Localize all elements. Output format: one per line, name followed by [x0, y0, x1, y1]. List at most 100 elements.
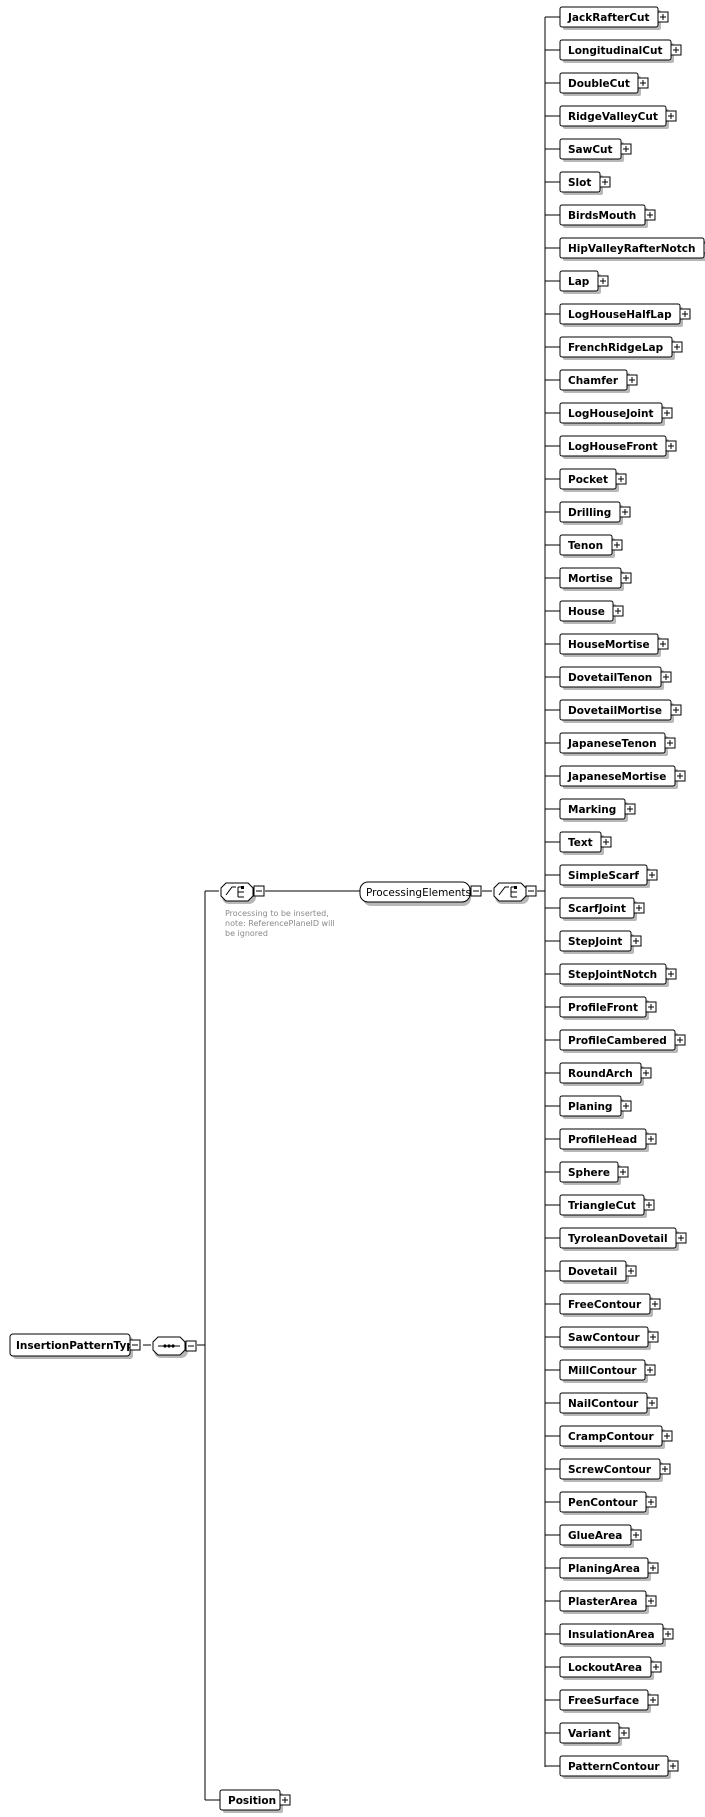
expand-button[interactable]: [659, 1463, 671, 1475]
child-element-drilling[interactable]: Drilling: [559, 501, 631, 525]
expand-button[interactable]: [617, 1166, 629, 1178]
child-element-free-surface[interactable]: FreeSurface: [559, 1689, 659, 1713]
child-element-birds-mouth[interactable]: BirdsMouth: [559, 204, 656, 228]
expand-button[interactable]: [662, 1628, 674, 1640]
child-element-japanese-mortise[interactable]: JapaneseMortise: [559, 765, 686, 789]
expand-button[interactable]: [647, 1694, 659, 1706]
expand-button[interactable]: [630, 1529, 642, 1541]
expand-button[interactable]: [626, 374, 638, 386]
child-element-chamfer[interactable]: Chamfer: [559, 369, 638, 393]
expand-button[interactable]: [611, 539, 623, 551]
child-element-slot[interactable]: Slot: [559, 171, 611, 195]
expand-button[interactable]: [615, 473, 627, 485]
child-element-log-house-half-lap[interactable]: LogHouseHalfLap: [559, 303, 691, 327]
expand-button[interactable]: [597, 275, 609, 287]
child-element-log-house-joint[interactable]: LogHouseJoint: [559, 402, 673, 426]
expand-button[interactable]: [665, 968, 677, 980]
expand-button[interactable]: [618, 1727, 630, 1739]
expand-button[interactable]: [670, 704, 682, 716]
expand-button[interactable]: [665, 440, 677, 452]
child-element-tenon[interactable]: Tenon: [559, 534, 623, 558]
expand-button[interactable]: [646, 869, 658, 881]
child-element-japanese-tenon[interactable]: JapaneseTenon: [559, 732, 676, 756]
child-element-simple-scarf[interactable]: SimpleScarf: [559, 864, 658, 888]
child-element-nail-contour[interactable]: NailContour: [559, 1392, 658, 1416]
child-element-round-arch[interactable]: RoundArch: [559, 1062, 652, 1086]
expand-button[interactable]: [600, 836, 612, 848]
expand-button[interactable]: [625, 1265, 637, 1277]
expand-button[interactable]: [620, 143, 632, 155]
expand-button[interactable]: [645, 1595, 657, 1607]
expand-button[interactable]: [637, 77, 649, 89]
child-element-pattern-contour[interactable]: PatternContour: [559, 1755, 679, 1779]
child-element-dovetail-tenon[interactable]: DovetailTenon: [559, 666, 672, 690]
expand-button[interactable]: [657, 638, 669, 650]
child-element-variant[interactable]: Variant: [559, 1722, 630, 1746]
child-element-planing-area[interactable]: PlaningArea: [559, 1557, 659, 1581]
expand-button[interactable]: [646, 1397, 658, 1409]
child-element-screw-contour[interactable]: ScrewContour: [559, 1458, 671, 1482]
child-element-glue-area[interactable]: GlueArea: [559, 1524, 642, 1548]
child-element-profile-front[interactable]: ProfileFront: [559, 996, 657, 1020]
expand-button[interactable]: [647, 1331, 659, 1343]
expand-button[interactable]: [645, 1133, 657, 1145]
processing-choice-collapse-button[interactable]: [253, 885, 265, 897]
expand-button[interactable]: [657, 11, 669, 23]
child-element-house[interactable]: House: [559, 600, 624, 624]
child-element-pocket[interactable]: Pocket: [559, 468, 627, 492]
child-element-cramp-contour[interactable]: CrampContour: [559, 1425, 673, 1449]
child-element-jack-rafter-cut[interactable]: JackRafterCut: [559, 6, 669, 30]
expand-button[interactable]: [674, 1034, 686, 1046]
child-element-longitudinal-cut[interactable]: LongitudinalCut: [559, 39, 682, 63]
expand-button[interactable]: [633, 902, 645, 914]
expand-button[interactable]: [661, 407, 673, 419]
child-element-lockout-area[interactable]: LockoutArea: [559, 1656, 662, 1680]
expand-button[interactable]: [650, 1661, 662, 1673]
child-element-text[interactable]: Text: [559, 831, 612, 855]
child-element-mill-contour[interactable]: MillContour: [559, 1359, 656, 1383]
child-element-scarf-joint[interactable]: ScarfJoint: [559, 897, 645, 921]
expand-button[interactable]: [664, 737, 676, 749]
expand-button[interactable]: [643, 1199, 655, 1211]
expand-button[interactable]: [645, 1496, 657, 1508]
child-element-plaster-area[interactable]: PlasterArea: [559, 1590, 657, 1614]
expand-button[interactable]: [624, 803, 636, 815]
child-element-sphere[interactable]: Sphere: [559, 1161, 629, 1185]
root-collapse-button[interactable]: [129, 1339, 141, 1351]
expand-button[interactable]: [661, 1430, 673, 1442]
child-element-double-cut[interactable]: DoubleCut: [559, 72, 649, 96]
expand-button[interactable]: [675, 1232, 687, 1244]
child-element-house-mortise[interactable]: HouseMortise: [559, 633, 669, 657]
expand-button[interactable]: [620, 1100, 632, 1112]
expand-button[interactable]: [679, 308, 691, 320]
child-element-dovetail[interactable]: Dovetail: [559, 1260, 637, 1284]
child-element-triangle-cut[interactable]: TriangleCut: [559, 1194, 655, 1218]
processing-elements-collapse-button[interactable]: [470, 885, 482, 897]
child-element-profile-cambered[interactable]: ProfileCambered: [559, 1029, 686, 1053]
child-element-pen-contour[interactable]: PenContour: [559, 1491, 657, 1515]
expand-button[interactable]: [640, 1067, 652, 1079]
expand-button[interactable]: [644, 1364, 656, 1376]
child-element-french-ridge-lap[interactable]: FrenchRidgeLap: [559, 336, 683, 360]
child-element-dovetail-mortise[interactable]: DovetailMortise: [559, 699, 682, 723]
child-element-lap[interactable]: Lap: [559, 270, 609, 294]
child-element-hip-valley-rafter-notch[interactable]: HipValleyRafterNotch: [559, 237, 705, 261]
child-element-insulation-area[interactable]: InsulationArea: [559, 1623, 674, 1647]
position-element-box[interactable]: Position: [219, 1789, 283, 1813]
expand-button[interactable]: [619, 506, 631, 518]
expand-button[interactable]: [667, 1760, 679, 1772]
expand-button[interactable]: [665, 110, 677, 122]
processing-elements-box[interactable]: ProcessingElements: [359, 881, 471, 906]
child-element-tyrolean-dovetail[interactable]: TyroleanDovetail: [559, 1227, 687, 1251]
child-element-step-joint-notch[interactable]: StepJointNotch: [559, 963, 677, 987]
expand-button[interactable]: [620, 572, 632, 584]
children-choice-collapse-button[interactable]: [525, 885, 537, 897]
expand-button[interactable]: [599, 176, 611, 188]
expand-button[interactable]: [647, 1562, 659, 1574]
expand-button[interactable]: [644, 209, 656, 221]
expand-button[interactable]: [630, 935, 642, 947]
child-element-log-house-front[interactable]: LogHouseFront: [559, 435, 677, 459]
child-element-step-joint[interactable]: StepJoint: [559, 930, 642, 954]
child-element-saw-cut[interactable]: SawCut: [559, 138, 632, 162]
child-element-profile-head[interactable]: ProfileHead: [559, 1128, 657, 1152]
